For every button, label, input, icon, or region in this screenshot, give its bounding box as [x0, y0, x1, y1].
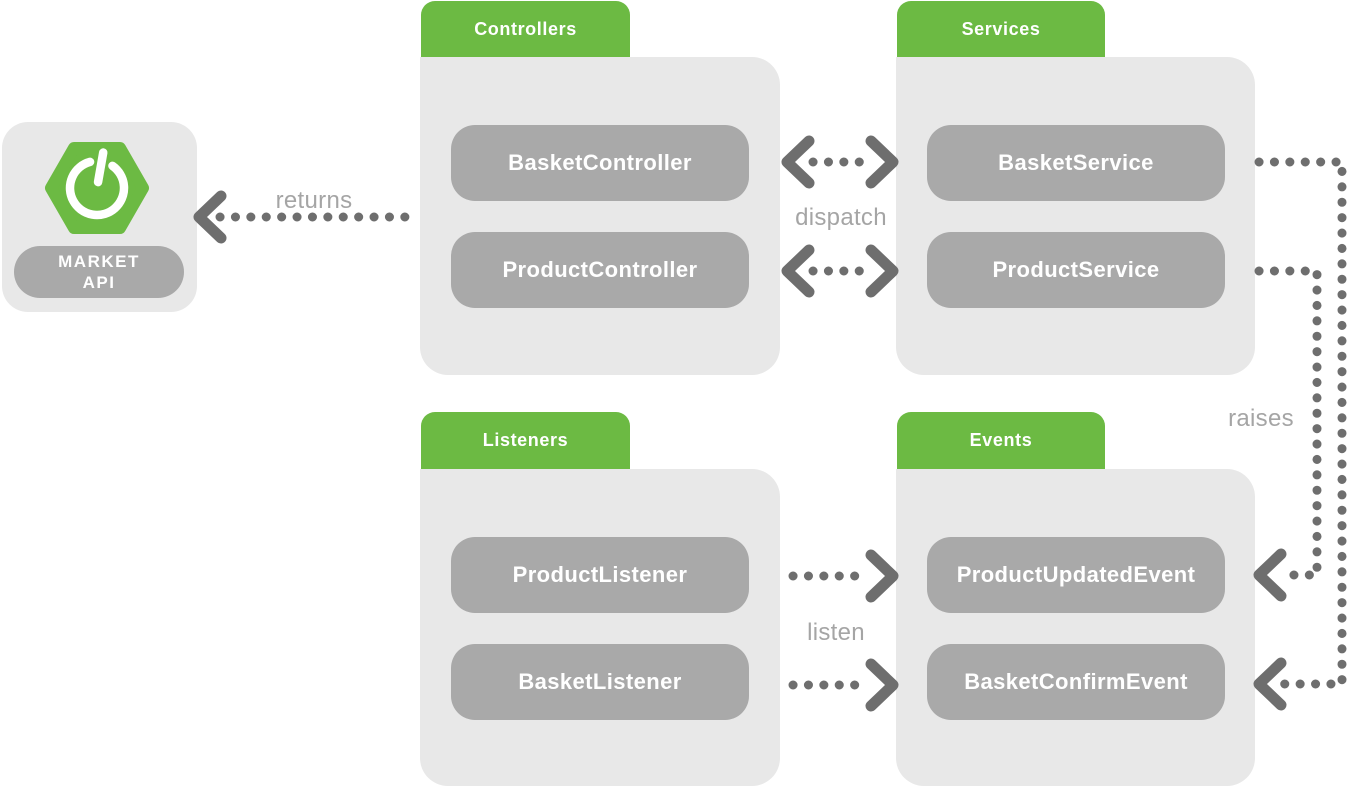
raises-arrow-basket: [1253, 157, 1347, 711]
node-basket-listener: BasketListener: [451, 644, 749, 720]
node-basket-confirm-event: BasketConfirmEvent: [927, 644, 1225, 720]
controllers-tab: Controllers: [421, 1, 630, 57]
events-tab-label: Events: [969, 430, 1033, 450]
spring-boot-logo-icon: [45, 142, 149, 234]
listen-arrow-top: [788, 549, 899, 603]
raises-label: raises: [1228, 405, 1294, 432]
listen-label: listen: [807, 619, 865, 646]
returns-label: returns: [275, 187, 353, 214]
listeners-body: ProductListener BasketListener: [420, 469, 780, 786]
node-product-updated-event: ProductUpdatedEvent: [927, 537, 1225, 613]
controllers-tab-label: Controllers: [474, 18, 577, 39]
node-basket-service: BasketService: [927, 125, 1225, 201]
listeners-tab: Listeners: [421, 412, 630, 469]
dispatch-label: dispatch: [795, 204, 887, 231]
listeners-tab-label: Listeners: [482, 430, 569, 450]
events-body: ProductUpdatedEvent BasketConfirmEvent: [896, 469, 1255, 786]
services-body: BasketService ProductService: [896, 57, 1255, 375]
controllers-body: BasketController ProductController: [420, 57, 780, 375]
raises-arrow-product: [1253, 266, 1322, 602]
market-api-label-line1: MARKET: [58, 251, 140, 271]
market-api-label-line2: API: [82, 273, 116, 292]
events-tab: Events: [897, 412, 1105, 469]
dispatch-arrow-bottom: [781, 244, 899, 298]
node-product-service: ProductService: [927, 232, 1225, 308]
services-tab-label: Services: [961, 18, 1041, 39]
services-tab: Services: [897, 1, 1105, 57]
node-product-controller: ProductController: [451, 232, 749, 308]
node-basket-controller: BasketController: [451, 125, 749, 201]
market-api-label: MARKET API: [14, 246, 184, 298]
market-api-panel: MARKET API: [2, 122, 197, 312]
listen-arrow-bottom: [788, 658, 899, 712]
node-product-listener: ProductListener: [451, 537, 749, 613]
dispatch-arrow-top: [781, 135, 899, 189]
